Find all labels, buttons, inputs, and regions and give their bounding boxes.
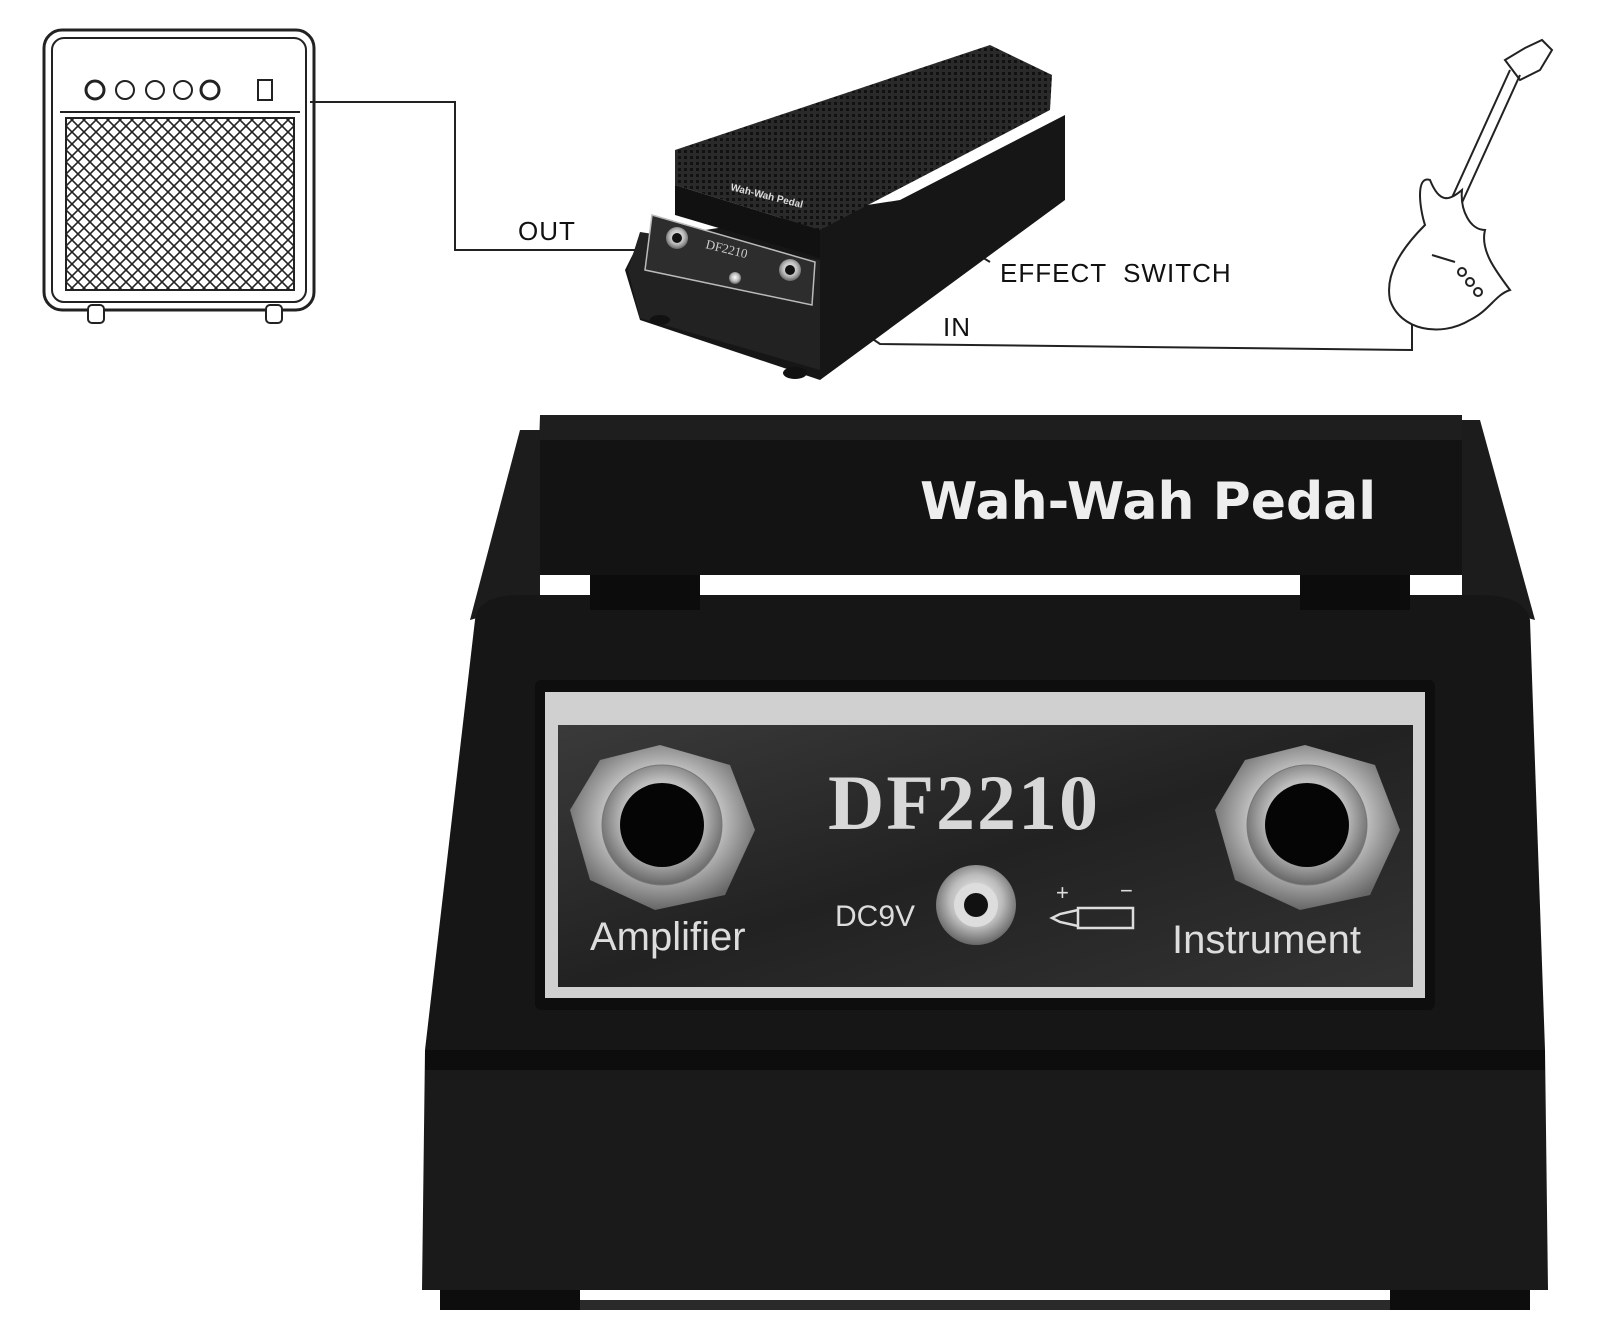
amplifier-label: Amplifier	[590, 915, 746, 959]
dc-plug-polarity-icon	[1049, 906, 1135, 930]
model-label: DF2210	[828, 759, 1100, 846]
in-label: IN	[943, 312, 971, 342]
pedal-closeup-photo	[420, 415, 1550, 1333]
brand-label: Wah-Wah Pedal	[920, 472, 1377, 532]
instrument-jack-icon	[1215, 745, 1400, 910]
guitar-icon	[1388, 38, 1554, 331]
dc9v-label: DC9V	[835, 900, 916, 933]
dc-power-jack-icon	[936, 865, 1016, 945]
out-label: OUT	[518, 216, 576, 246]
out-cable	[310, 101, 640, 251]
effect-switch-label: EFFECT SWITCH	[1000, 258, 1232, 288]
pedal-thumbnail: DF2210 Wah-Wah Pedal	[625, 45, 1065, 380]
amplifier-icon	[42, 28, 316, 324]
instrument-label: Instrument	[1172, 918, 1361, 962]
amplifier-jack-icon	[570, 745, 755, 910]
polarity-plus: +	[1056, 880, 1069, 905]
polarity-minus: −	[1120, 878, 1133, 903]
